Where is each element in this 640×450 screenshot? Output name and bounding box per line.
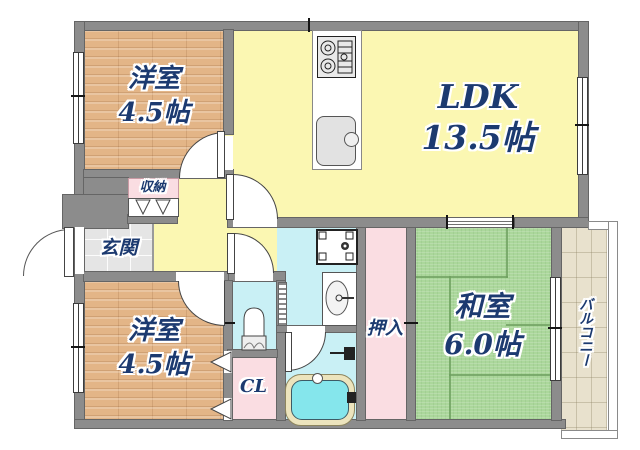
room-size: 6.0帖 [444,328,521,361]
washing-machine-pan [316,229,358,265]
oshiire-floor [363,228,407,420]
window-ldk [577,77,588,175]
room-label-balcony: バルコニー [577,297,593,367]
closet-door-triangle-2 [209,398,232,420]
room-size: 4.5帖 [118,350,190,380]
door-leaf-room1 [217,131,225,178]
room-label-closet: CL [240,376,267,397]
room-label-oshiire: 押入 [367,318,403,339]
wall-entrance-block-b [63,195,128,228]
wall-room1-bottom [84,170,233,178]
balcony-rail-bottom [561,430,618,439]
room-label-japanese-room: 和室 6.0帖 [413,288,552,364]
shower-pipe [330,352,345,354]
balcony-floor [561,227,607,430]
wall-oshiire-right [407,228,415,420]
room-label-storage: 収納 [139,180,166,195]
wall-ldk-bottom [228,218,588,227]
window-japanese-room [550,277,561,381]
tick [221,322,235,324]
wall-toilet-closet-divider [228,350,277,357]
tick [575,124,589,126]
ldk-floor [224,30,579,218]
kitchen-faucet [344,132,359,147]
toilet [240,306,268,353]
tick [404,322,418,324]
doorway-bath [287,326,325,332]
doorway-room2 [176,272,224,281]
bathtub-faucet [312,373,323,384]
room-name: 洋室 [127,316,180,346]
tick [446,215,448,229]
shower-valve [344,347,355,360]
window-room1 [73,52,84,144]
tatami-line [506,228,508,278]
louver-panel [278,282,287,326]
wall-toilet-right [277,281,285,420]
entrance-door-arc [23,229,70,276]
door-leaf-bath [285,332,292,372]
closet-door-triangle-1 [209,351,232,373]
storage-folding-door [128,198,179,217]
wall-room1-ldk [224,30,233,134]
wall-under-storage [128,215,177,223]
sliding-door [447,218,515,227]
entrance-step-line [152,223,154,272]
closet-floor [230,357,277,420]
doorway-room1 [224,136,233,170]
room-label-entrance: 玄関 [99,237,138,259]
tatami-line [449,276,451,422]
wall-entrance-bottom [84,272,228,281]
tick [548,327,562,329]
wall-bath-right [357,228,365,420]
entrance-door-leaf [64,227,74,277]
door-leaf-hall-ldk [226,174,234,220]
tick [512,215,514,229]
tatami-line [413,276,508,278]
room-label-western-room-2: 洋室 4.5帖 [84,314,224,382]
western-room-1-floor [84,30,224,170]
tick [71,95,85,97]
folding-door-triangles [135,199,171,216]
room-name: LDK [437,77,519,116]
room-size: 13.5帖 [421,118,535,157]
room-label-western-room-1: 洋室 4.5帖 [84,62,224,130]
door-leaf-toilet [227,233,235,274]
tick [308,18,310,32]
tick [71,346,85,348]
wall-outer-top [75,22,588,30]
room-size: 4.5帖 [118,98,190,128]
washbasin [322,272,357,326]
room-name: 和室 [454,290,511,323]
room-name: 洋室 [127,64,180,94]
balcony-rail-right [608,221,618,439]
tatami-line [449,374,552,376]
entrance-floor [84,223,153,272]
bathtub-handle [347,392,356,403]
doorway-entrance [75,227,84,274]
tatami-line [506,324,552,326]
gas-stove [317,36,356,78]
doorway-toilet [235,272,273,281]
doorway-hall-ldk [233,218,277,227]
bathtub-water [291,380,349,420]
window-room2 [73,303,84,393]
room-label-ldk: LDK 13.5帖 [378,76,578,158]
